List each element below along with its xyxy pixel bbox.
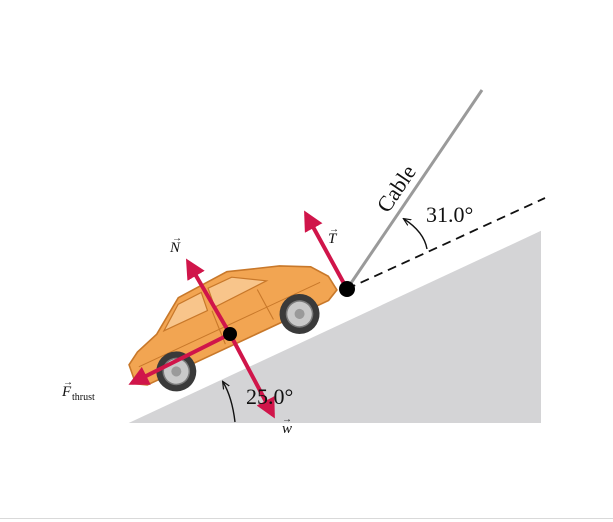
weight-force-label: w → <box>282 414 292 437</box>
thrust-force-label: F → thrust <box>61 377 95 403</box>
cable-line <box>345 89 484 290</box>
car <box>128 265 338 392</box>
car-front-window <box>207 276 269 309</box>
svg-text:→: → <box>172 233 182 244</box>
svg-text:w: w <box>282 421 292 437</box>
ramp-surface-edge <box>126 229 542 424</box>
svg-text:→: → <box>329 224 339 235</box>
thrust-force-arrow <box>128 332 231 385</box>
svg-text:N: N <box>169 240 181 256</box>
weight-force-arrow <box>228 333 275 419</box>
tension-force-label: T → <box>328 224 339 247</box>
incline-reference-dashed-line <box>346 197 546 290</box>
normal-force-arrow <box>185 258 232 336</box>
cable-angle-label: 31.0° <box>426 202 473 227</box>
svg-text:T: T <box>328 231 338 247</box>
center-of-mass-dot <box>223 327 237 341</box>
svg-text:F: F <box>61 384 72 400</box>
car-front-wheel <box>279 293 320 334</box>
car-side-crease <box>138 281 321 368</box>
incline-angle-label: 25.0° <box>246 384 293 409</box>
cable-angle-arc <box>404 219 428 250</box>
normal-force-label: N → <box>169 233 182 256</box>
svg-text:thrust: thrust <box>72 392 95 403</box>
car-rear-window <box>162 291 209 333</box>
svg-text:→: → <box>63 377 73 388</box>
tension-force-arrow <box>304 210 349 290</box>
incline-angle-arc <box>223 382 236 423</box>
bottom-divider <box>0 518 613 519</box>
cable-attachment-dot <box>339 281 355 297</box>
svg-text:→: → <box>282 414 292 425</box>
